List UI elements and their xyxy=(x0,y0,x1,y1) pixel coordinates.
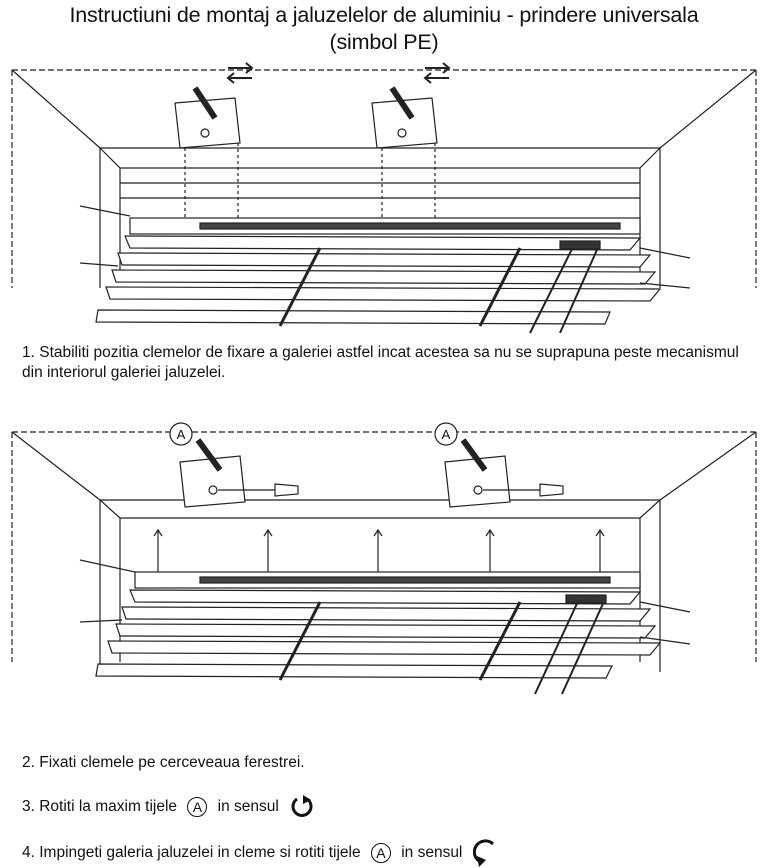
clip-left xyxy=(179,438,299,508)
double-arrow-icon xyxy=(423,62,451,84)
up-arrow-icon xyxy=(153,528,605,572)
rod-marker-a: A xyxy=(434,422,458,446)
double-arrow-icon xyxy=(226,62,254,84)
rotate-counterclockwise-icon xyxy=(472,839,494,867)
svg-text:A: A xyxy=(442,427,451,442)
rod-marker-a: A xyxy=(187,797,208,817)
step-2-text: 2. Fixati clemele pe cerceveaua ferestre… xyxy=(22,754,305,771)
rod-marker-a: A xyxy=(370,843,391,863)
rod-marker-a: A xyxy=(169,422,193,446)
rotate-clockwise-icon xyxy=(291,795,313,817)
step-3-label: 3. Rotiti la maxim tijele xyxy=(22,798,178,816)
svg-text:A: A xyxy=(177,427,186,442)
page-title: Instructiuni de montaj a jaluzelelor de … xyxy=(0,2,768,56)
step-4-direction-label: in sensul xyxy=(401,844,463,862)
clip-right xyxy=(371,86,438,228)
title-line-1: Instructiuni de montaj a jaluzelelor de … xyxy=(69,3,699,27)
blind-mounting-diagram-step2: A A xyxy=(11,422,757,695)
step-3-text: 3. Rotiti la maxim tijele A in sensul xyxy=(22,794,315,820)
step-4-text: 4. Impingeti galeria jaluzelei in cleme … xyxy=(22,838,503,868)
step-1-text: 1. Stabiliti pozitia clemelor de fixare … xyxy=(22,344,739,381)
title-line-2: (simbol PE) xyxy=(329,30,439,54)
step-4-label: 4. Impingeti galeria jaluzelei in cleme … xyxy=(22,844,361,862)
blind-mounting-diagram-step1 xyxy=(11,62,757,334)
clip-right xyxy=(444,438,564,508)
clip-left xyxy=(174,86,241,228)
step-3-direction-label: in sensul xyxy=(217,798,279,816)
